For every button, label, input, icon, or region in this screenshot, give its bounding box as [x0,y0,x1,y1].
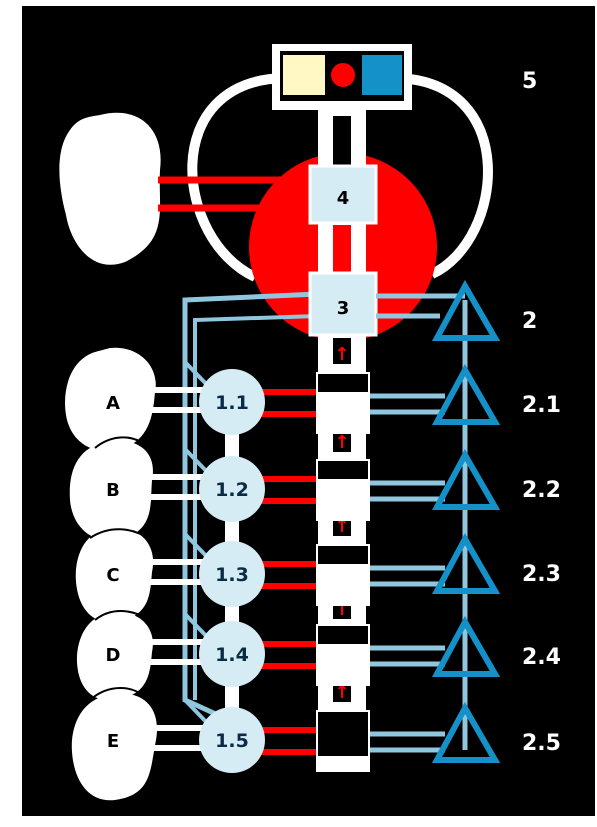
blob-overlap-edge [94,610,151,621]
shape-a [65,347,156,452]
triangle [431,532,501,594]
top-device [272,44,412,110]
right-label: 2.4 [522,645,561,670]
circle-1.3 [199,541,265,607]
box-3 [308,271,378,337]
shape-b [69,440,153,541]
triangle [431,701,501,763]
cream-panel [283,55,325,95]
shape-label: E [107,731,119,752]
circle-label: 1.1 [215,392,249,414]
circle-1.5 [199,707,265,773]
box-4 [308,164,378,225]
triangle [431,279,501,341]
blue-panel [362,55,402,95]
diagram-rows: A 1.1B 1.2C 1.3D 1.4E 1.5 [65,347,445,801]
label-5: 5 [522,69,537,94]
spine-block-dark [318,461,368,479]
spine-block-dark [318,546,368,564]
circle-1.4 [199,621,265,687]
right-label: 2.3 [522,562,561,587]
right-label: 2.5 [522,731,561,756]
blob-overlap-edge [89,528,151,541]
up-arrow-icon: ↑ [334,432,349,453]
upper-left-blob [59,112,161,265]
right-label: 2.1 [522,393,561,418]
shape-label: B [106,480,120,501]
up-arrow-icon: ↑ [334,516,349,537]
spine-center-gap [333,116,351,172]
shape-label: C [106,565,119,586]
blob-overlap-edge [94,436,151,451]
circle-1.2 [199,456,265,522]
triangles: 2 2.1 2.2 2.3 2.4 2.5 [431,279,561,763]
circle-label: 1.5 [215,730,249,752]
spine-block-dark [318,374,368,392]
shape-label: D [106,645,121,666]
spine-block-dark [318,626,368,644]
arrow-slot [333,338,351,364]
triangle [431,615,501,677]
blob-overlap-edge [89,687,149,701]
triangle [431,448,501,510]
shape-c [75,526,154,623]
up-arrow-icon: ↑ [334,682,349,703]
spine-block-dark [318,712,368,756]
triangle [431,363,501,425]
right-label: 2 [522,309,537,334]
circle-label: 1.2 [215,479,249,501]
box-4-label: 4 [337,188,350,209]
red-dot [331,63,355,87]
shape-d [76,611,153,701]
left-bus-inner [193,314,319,700]
right-label: 2.2 [522,478,561,503]
circle-1.1 [199,369,265,435]
box-3-label: 3 [337,298,350,319]
circle-label: 1.4 [215,644,249,666]
circle-label: 1.3 [215,564,249,586]
shape-label: A [106,393,120,414]
up-arrow-icon: ↑ [334,344,349,365]
spine-center-gap-2 [333,225,351,273]
shape-e [71,693,157,801]
